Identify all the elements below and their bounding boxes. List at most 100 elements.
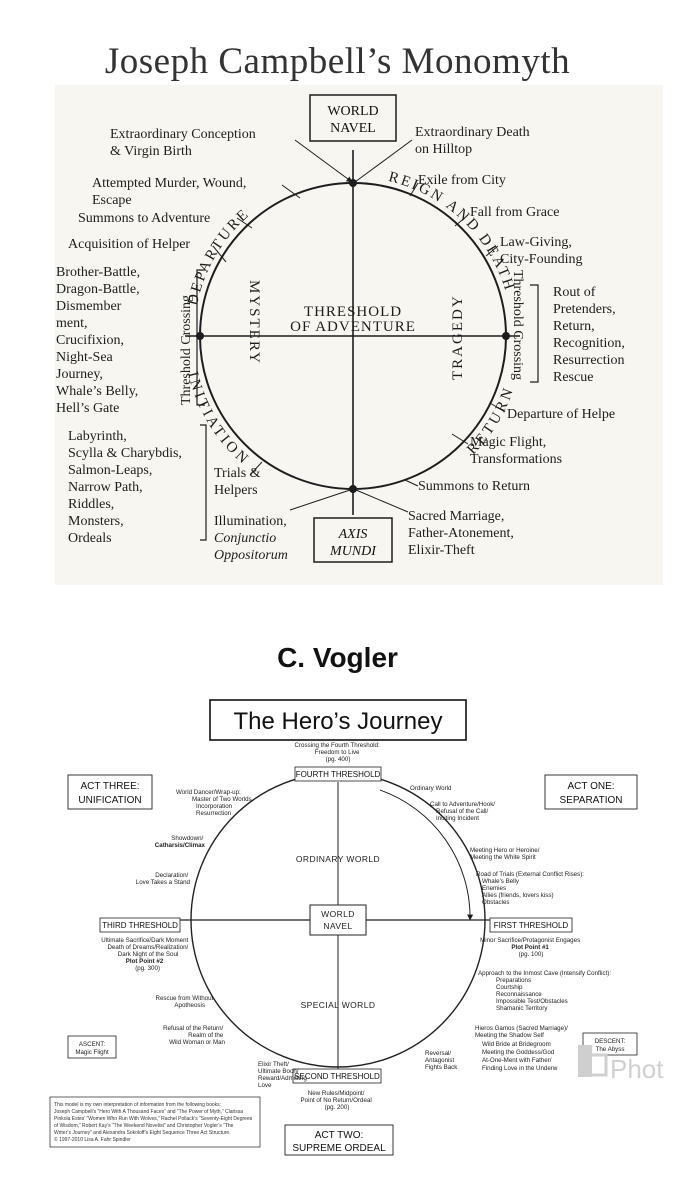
left-bracket <box>196 269 205 406</box>
footnote-text: This model is my own interpretation of i… <box>54 1102 254 1143</box>
bottom-node <box>349 485 357 493</box>
act-one-line2: SEPARATION <box>560 795 623 806</box>
act-one-line1: ACT ONE: <box>567 781 614 792</box>
vogler-navel-box <box>309 904 367 936</box>
leader-death <box>354 139 413 183</box>
second-threshold-label: SECOND THRESHOLD <box>294 1072 380 1081</box>
descent-box <box>582 1032 638 1056</box>
left-node <box>196 332 204 340</box>
ordinary-world-label: ORDINARY WORLD <box>296 854 380 864</box>
watermark-text: Phot <box>610 1054 664 1084</box>
label-illumination: Illumination, Conjunctio Oppositorum <box>214 514 290 563</box>
ascent-line1: ASCENT: <box>79 1041 105 1048</box>
world-navel-box <box>309 94 397 142</box>
descent-line2: The Abyss <box>596 1046 625 1053</box>
label-magic-flight: Magic Flight, Transformations <box>470 435 562 467</box>
vlabel-meeting-hero: Meeting Hero or Heroine/ Meeting the Whi… <box>470 847 541 861</box>
vlabel-rescue: Rescue from Without Apotheosis <box>155 995 215 1009</box>
vlabel-showdown: Showdown/ Catharsis/Climax <box>155 835 206 849</box>
vogler-navel-line1: WORLD <box>321 909 355 919</box>
vogler-author: C. Vogler <box>277 642 398 673</box>
fourth-threshold-box <box>294 766 382 782</box>
vlabel-call: Call to Adventure/Hook/ Refusal of the C… <box>430 801 497 822</box>
leader-helper <box>212 245 227 263</box>
label-rout: Rout of Pretenders, Return, Recognition,… <box>553 285 628 385</box>
act-two-box <box>284 1124 394 1156</box>
vlabel-reversal: Reversal/ Antagonist Fights Back <box>425 1050 458 1071</box>
leader-law <box>485 245 499 257</box>
leader-exile <box>409 182 419 197</box>
vlabel-declaration: Declaration/ Love Takes a Stand <box>136 872 191 886</box>
watermark-icon-frame <box>588 1053 608 1077</box>
tragedy-label: TRAGEDY <box>450 294 466 380</box>
campbell-page <box>55 85 663 585</box>
vlabel-minor-sacrifice: Minor Sacrifice/Protagonist Engages Plot… <box>480 937 582 958</box>
label-extra-death: Extraordinary Death on Hilltop <box>415 125 533 157</box>
leader-flight <box>451 433 469 445</box>
arc-initiation-label: INITIATION <box>184 370 252 468</box>
vlabel-road-trials: Road of Trials (External Conflict Rises)… <box>476 871 586 906</box>
label-labyrinth: Labyrinth, Scylla & Charybdis, Salmon-Le… <box>68 429 185 546</box>
label-sacred-marriage: Sacred Marriage, Father-Atonement, Elixi… <box>408 509 517 558</box>
right-bracket <box>530 284 539 383</box>
first-threshold-box <box>489 917 573 933</box>
leader-trials <box>249 461 263 476</box>
act-three-line1: ACT THREE: <box>80 781 139 792</box>
label-law-giving: Law-Giving, City-Founding <box>500 235 582 267</box>
threshold-right-label: Threshold Crossing <box>510 270 525 380</box>
leader-murder <box>281 184 301 199</box>
label-helper: Acquisition of Helper <box>68 237 190 252</box>
label-extra-conception: Extraordinary Conception & Virgin Birth <box>110 127 259 159</box>
right-node <box>502 332 510 340</box>
footnote-box <box>49 1096 261 1148</box>
label-exile: Exile from City <box>418 173 506 188</box>
act-three-line2: UNIFICATION <box>78 795 141 806</box>
world-navel-line2: NAVEL <box>330 121 376 136</box>
vlabel-ultimate-sacrifice: Ultimate Sacrifice/Dark Moment Death of … <box>101 937 190 972</box>
first-threshold-label: FIRST THRESHOLD <box>494 921 569 930</box>
vogler-title-box <box>209 699 467 741</box>
descent-line1: DESCENT: <box>595 1038 626 1045</box>
leader-conception <box>294 139 353 183</box>
leader-marriage <box>355 489 409 513</box>
axis-mundi-line2: MUNDI <box>329 544 377 559</box>
third-threshold-label: THIRD THRESHOLD <box>102 921 178 930</box>
label-brother-battle: Brother-Battle, Dragon-Battle, Dismember… <box>56 265 144 416</box>
leader-summons-return <box>404 479 419 487</box>
campbell-title: Joseph Campbell’s Monomyth <box>104 41 571 82</box>
vlabel-fourth-crossing: Crossing the Fourth Threshold: Freedom t… <box>295 742 382 763</box>
special-world-label: SPECIAL WORLD <box>301 1000 376 1010</box>
second-threshold-box <box>292 1068 382 1084</box>
vlabel-approach: Approach to the Inmost Cave (Intensify C… <box>478 970 613 1012</box>
threshold-center-line1: THRESHOLD <box>304 304 402 320</box>
vlabel-elixir: Elixir Theft/ Ultimate Boon/ Reward/Admi… <box>258 1061 309 1089</box>
leader-fall <box>454 214 469 227</box>
label-trials: Trials & Helpers <box>214 466 264 498</box>
axis-mundi-box <box>313 517 393 563</box>
axis-mundi-line1: AXIS <box>338 527 368 542</box>
threshold-center-line2: OF ADVENTURE <box>290 319 416 335</box>
ascent-line2: Magic Flight <box>75 1049 109 1056</box>
label-fall: Fall from Grace <box>470 205 559 220</box>
threshold-left-label: Threshold Crossing <box>179 295 194 405</box>
lower-left-bracket <box>200 424 207 541</box>
vlabel-hieros: Hieros Gamos (Sacred Marriage)/ Meeting … <box>475 1025 570 1072</box>
mystery-label: MYSTERY <box>246 280 262 365</box>
vogler-diagram: The Hero’s Journey WORLD NAVEL ORDINARY … <box>49 699 664 1156</box>
vlabel-new-rules: New Rules/Midpoint/ Point of No Return/O… <box>301 1090 374 1111</box>
leader-illumination <box>289 489 351 511</box>
vogler-title: The Hero’s Journey <box>234 708 443 735</box>
label-summons: Summons to Adventure <box>78 211 210 226</box>
vogler-inner-arrow <box>379 789 474 921</box>
act-two-line2: SUPREME ORDEAL <box>292 1143 386 1154</box>
act-two-line1: ACT TWO: <box>315 1130 364 1141</box>
act-three-box <box>67 774 153 810</box>
ascent-box <box>67 1035 117 1059</box>
label-attempted-murder: Attempted Murder, Wound, Escape <box>92 176 250 208</box>
vlabel-world-dancer: World Dancer/Wrap-up: Master of Two Worl… <box>176 789 253 817</box>
leader-departure-helper <box>489 402 506 413</box>
photo-watermark: Phot <box>578 1045 664 1084</box>
world-navel-line1: WORLD <box>327 104 378 119</box>
label-departure-helper: Departure of Helpe <box>507 407 615 422</box>
